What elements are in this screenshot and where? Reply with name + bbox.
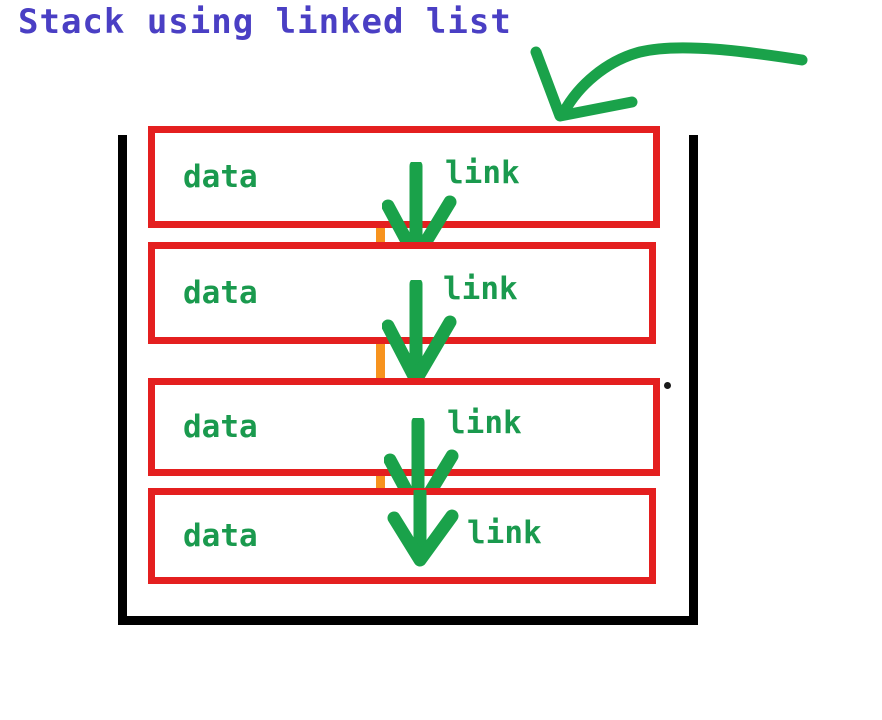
node-field-divider bbox=[376, 128, 385, 583]
node-link-label: link bbox=[447, 405, 522, 441]
link-arrow-down-icon bbox=[382, 280, 457, 387]
stack-container bbox=[118, 135, 698, 625]
link-arrow-down-icon bbox=[387, 490, 459, 567]
pointer-arrow-icon bbox=[530, 42, 808, 122]
node-data-label: data bbox=[183, 518, 258, 554]
side-dot-marker bbox=[664, 382, 671, 389]
node-link-label: link bbox=[443, 271, 518, 307]
page-title: Stack using linked list bbox=[18, 2, 512, 42]
node-data-label: data bbox=[183, 409, 258, 445]
node-data-label: data bbox=[183, 275, 258, 311]
node-data-label: data bbox=[183, 159, 258, 195]
list-node: data link bbox=[148, 378, 660, 476]
node-link-label: link bbox=[467, 515, 542, 551]
node-link-label: link bbox=[445, 155, 520, 191]
